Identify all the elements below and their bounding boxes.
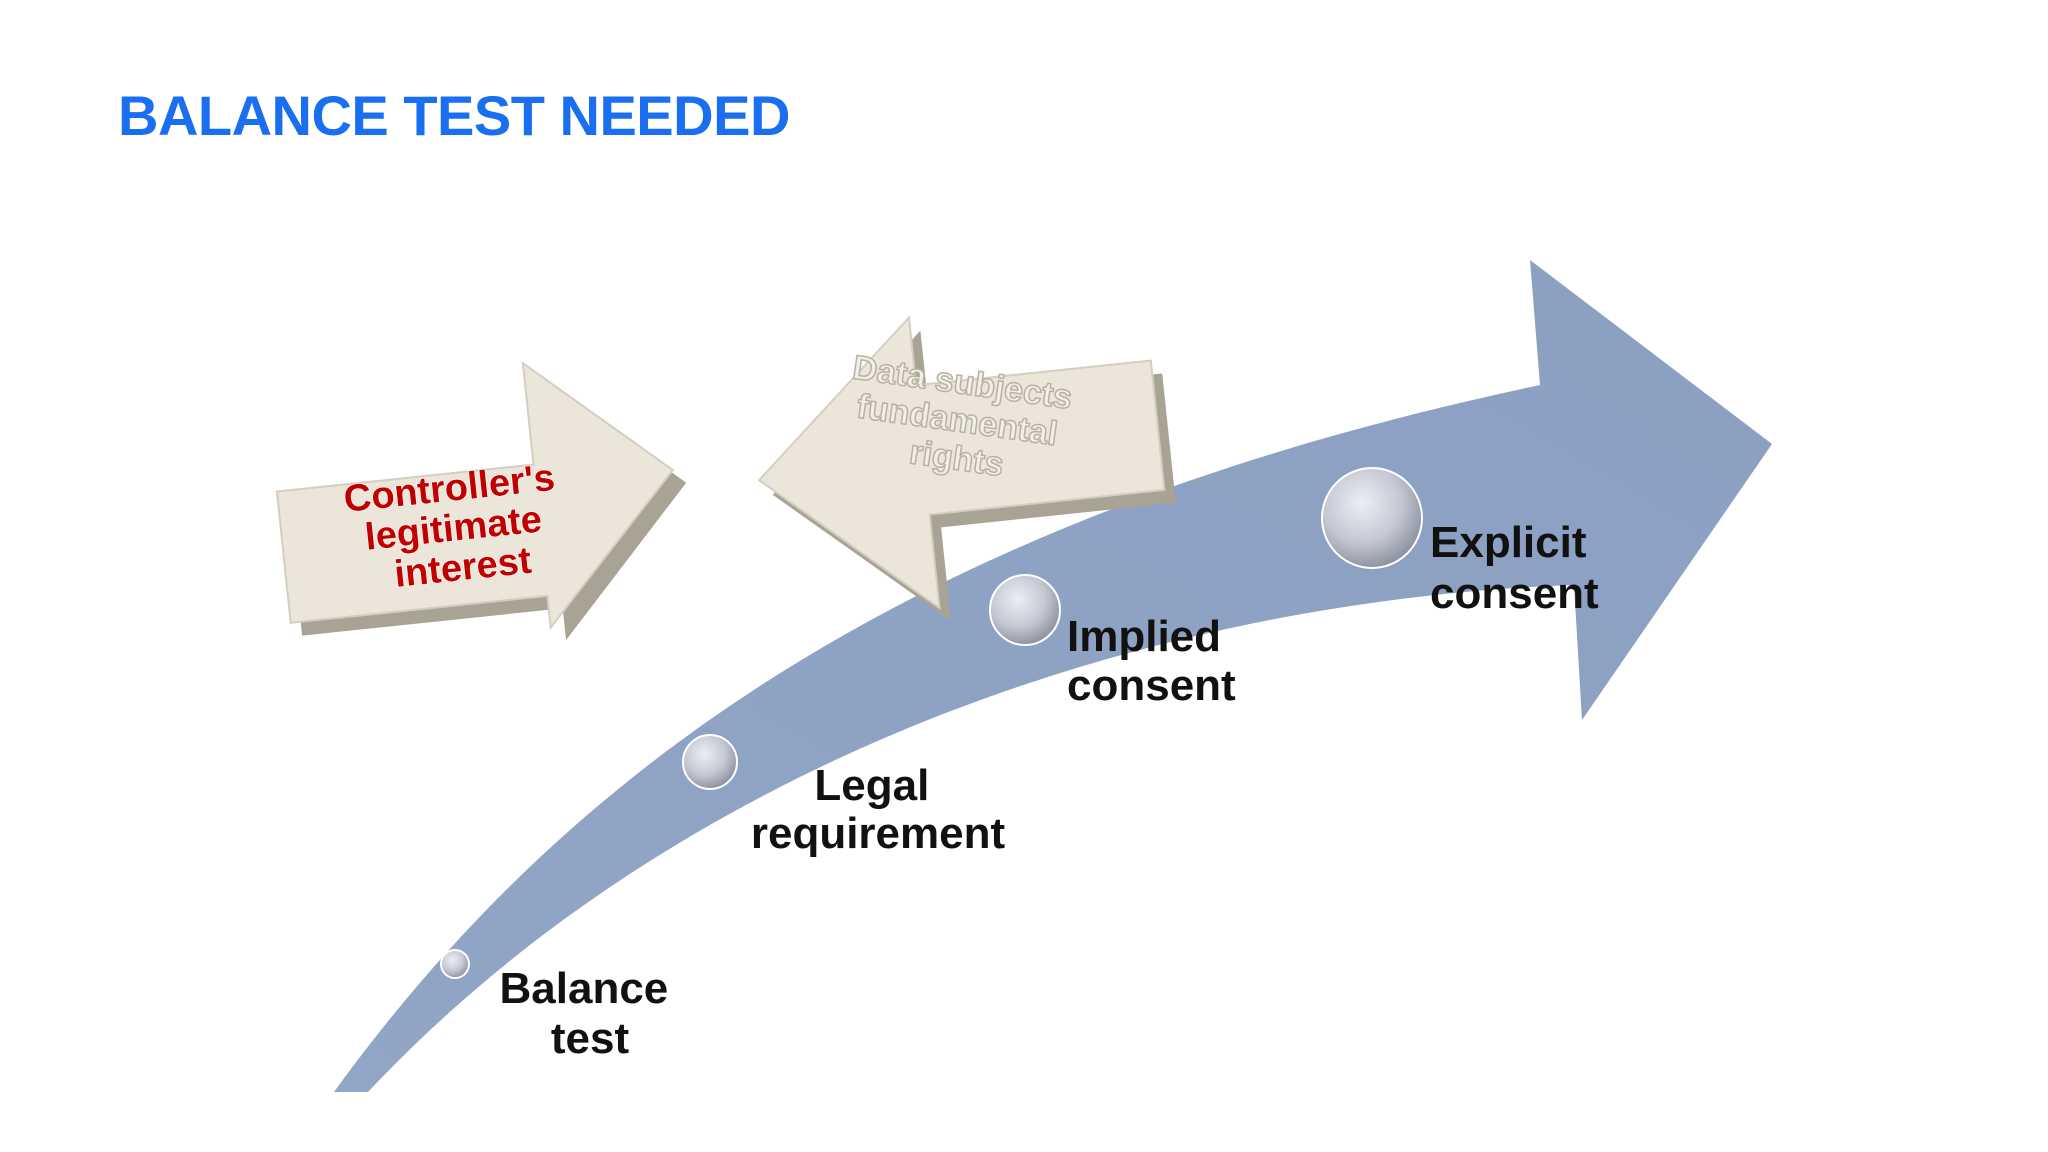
stage-marker-balance-test [440,949,470,979]
stage-label-implied-consent: Implied consent [1067,612,1236,710]
data-subjects-rights-label: Data subjects fundamental rights [840,349,1084,494]
slide-title: BALANCE TEST NEEDED [118,84,790,147]
stage-2-line-1: Legal [814,761,929,810]
stage-label-balance-test: Balance test [500,964,681,1063]
right-arrow-icon [275,361,687,641]
stage-1-line-2: test [551,1014,630,1063]
stage-4-line-1: Explicit [1430,518,1587,567]
stage-marker-implied-consent [989,574,1061,646]
stage-marker-legal-requirement [682,734,738,790]
left-arrow-icon [757,315,1176,621]
stage-3-line-2: consent [1067,661,1236,710]
stage-3-line-1: Implied [1067,612,1221,661]
stage-1-line-1: Balance [500,964,669,1013]
curved-arrow-icon [334,260,1772,1092]
stage-2-line-2: requirement [751,809,1006,858]
stage-label-explicit-consent: Explicit consent [1430,518,1599,618]
stage-marker-explicit-consent [1321,467,1423,569]
stage-label-legal-requirement: Legal requirement [751,761,1006,858]
stage-4-line-2: consent [1430,569,1599,618]
